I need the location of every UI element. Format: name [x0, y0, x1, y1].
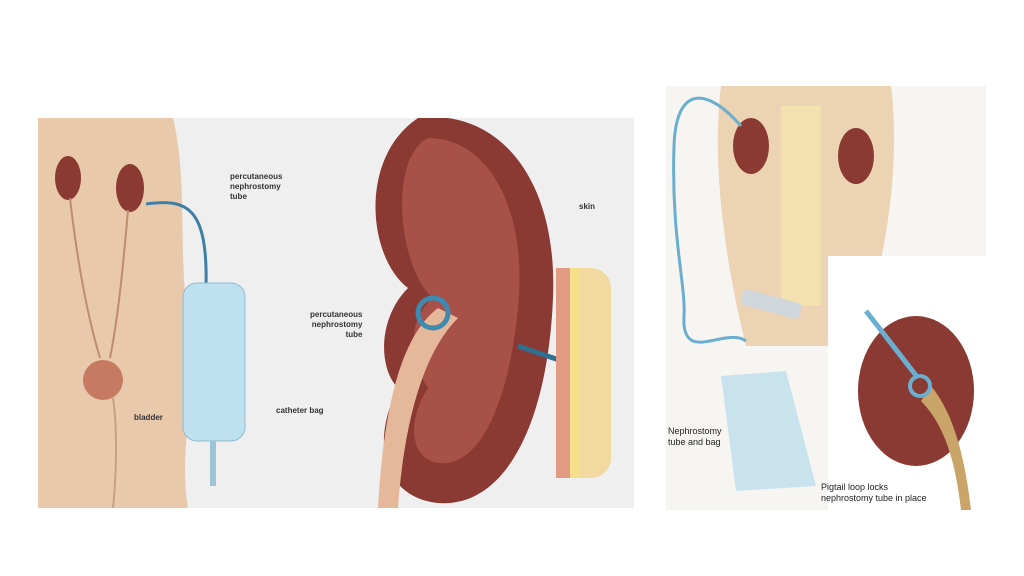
label-catheter-bag: catheter bag [276, 406, 324, 415]
catheter-bag [182, 282, 246, 442]
label-tube-and-bag: Nephrostomy tube and bag [668, 426, 722, 447]
label-tube-top: percutaneous nephrostomy tube [230, 172, 283, 201]
inset-pigtail [908, 374, 932, 398]
label-tube-kidney: percutaneous nephrostomy tube [310, 310, 363, 339]
kidney-left [733, 118, 769, 174]
kidney-right [838, 128, 874, 184]
pigtail-loop [415, 295, 451, 331]
label-skin: skin [579, 202, 596, 211]
left-kidney [55, 156, 81, 200]
spine [781, 106, 821, 306]
right-kidney [116, 164, 144, 212]
bladder [83, 360, 123, 400]
tube [672, 96, 747, 344]
nephrostomy-illustration [672, 86, 986, 510]
body-back [38, 118, 191, 508]
tube [145, 201, 208, 289]
back-and-kidney-illustration [38, 118, 611, 508]
drainage-bag [721, 371, 816, 491]
right-illustration-panel: Nephrostomy tube and bag Pigtail loop lo… [666, 86, 986, 510]
label-pigtail: Pigtail loop locks nephrostomy tube in p… [821, 482, 927, 503]
label-bladder: bladder [134, 413, 163, 422]
syringe [740, 289, 802, 319]
left-illustration-panel: percutaneous nephrostomy tube bladder ca… [38, 118, 634, 508]
ureter [378, 308, 458, 508]
